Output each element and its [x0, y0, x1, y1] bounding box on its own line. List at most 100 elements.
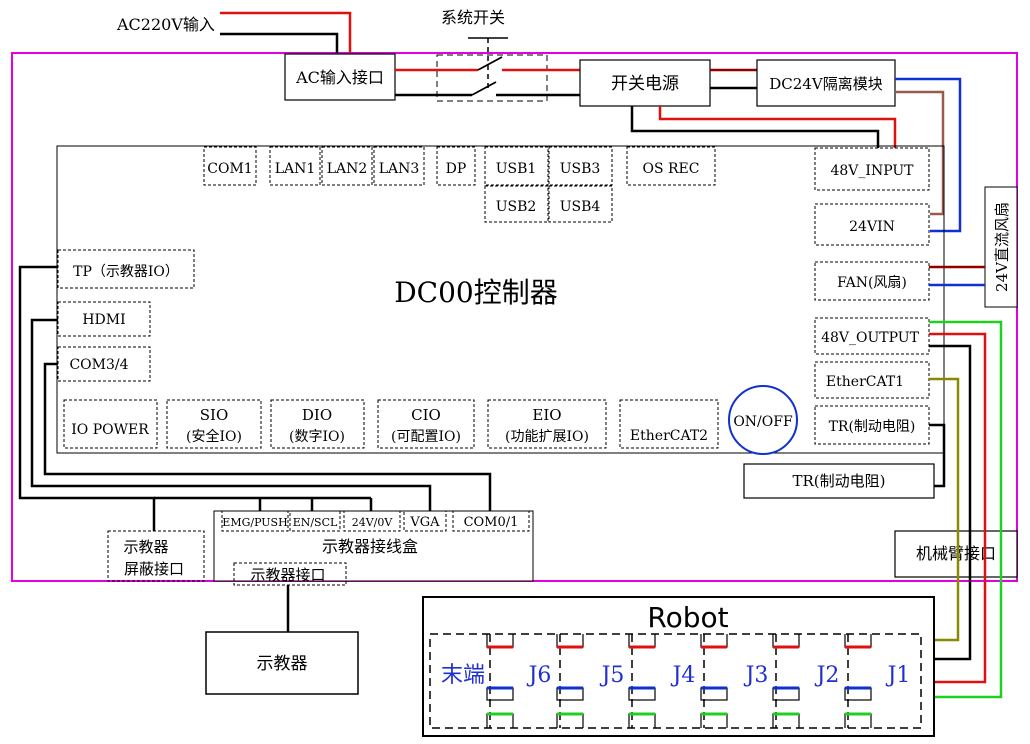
port-usb3-label: USB3	[560, 161, 601, 177]
dc-fan	[984, 186, 1018, 308]
port-sio-label: SIO	[200, 406, 229, 424]
port-cio	[377, 399, 475, 449]
teach-pendant-label: 示教器	[257, 654, 308, 674]
port-com01-label: COM0/1	[464, 515, 519, 530]
dc-fan-label: 24V直流风扇	[993, 202, 1011, 292]
port-dio-label: DIO	[302, 406, 332, 424]
pendant-port	[233, 562, 347, 586]
joint-label-end: 末端	[441, 663, 485, 688]
port-lan2-label: LAN2	[327, 161, 368, 177]
port-eio-sublabel: (功能扩展IO)	[505, 429, 589, 445]
port-usb4	[548, 185, 613, 223]
port-os-rec-label: OS REC	[643, 161, 700, 177]
joint-label-j6: J6	[527, 663, 552, 688]
brake-resistor-label: TR(制动电阻)	[792, 472, 885, 490]
port-cio-sublabel: (可配置IO)	[391, 429, 461, 445]
joint-label-j2: J2	[815, 663, 840, 688]
pendant-wiring-box	[213, 510, 534, 582]
pendant-port-label: 示教器接口	[250, 566, 325, 584]
joint-label-j1: J1	[886, 663, 911, 688]
port-tp	[57, 249, 195, 289]
port-ethercat2-label: EtherCAT2	[630, 428, 708, 444]
port-lan1-label: LAN1	[275, 161, 316, 177]
port-vga	[403, 510, 447, 532]
port-emg-push	[221, 510, 289, 532]
port-ethercat2	[619, 399, 719, 449]
brake-resistor-wire	[929, 423, 946, 488]
joint-connectors	[486, 634, 872, 728]
port-48v-input	[814, 147, 930, 191]
system-switch-label: 系统开关	[441, 8, 505, 27]
ac-input-port	[284, 53, 396, 101]
port-dp-label: DP	[446, 161, 467, 177]
port-lan1	[269, 146, 321, 186]
port-48v-output-label: 48V_OUTPUT	[821, 330, 920, 346]
controller-right-ports: 48V_INPUT 24VIN FAN(风扇) 48V_OUTPUT Ether…	[814, 147, 930, 445]
port-lan2	[321, 146, 373, 186]
port-48v-input-label: 48V_INPUT	[830, 163, 914, 179]
port-com1-label: COM1	[207, 161, 252, 177]
joint-labels: 末端 J6 J5 J4 J3 J2 J1	[441, 663, 910, 688]
port-dio	[270, 399, 365, 449]
port-hdmi-label: HDMI	[82, 312, 125, 328]
switch-psu-label: 开关电源	[611, 74, 679, 94]
port-com34-label: COM3/4	[69, 357, 128, 373]
arm-power-wires	[929, 320, 1003, 699]
psu-isolation-wires	[710, 68, 757, 90]
joint-label-j5: J5	[600, 663, 625, 688]
port-fan	[814, 261, 930, 301]
controller-left-ports: TP（示教器IO） HDMI COM3/4	[57, 249, 195, 382]
port-sio-sublabel: (安全IO)	[186, 428, 242, 445]
controller-title: DC00控制器	[394, 276, 558, 309]
port-dio-sublabel: (数字IO)	[289, 429, 345, 445]
controller-top-ports: COM1 LAN1 LAN2 LAN3 DP USB1 USB3 USB2 US…	[203, 146, 716, 223]
arm-interface-label: 机械臂接口	[916, 544, 996, 563]
port-24vin-label: 24VIN	[849, 219, 895, 235]
pendant-shield-line2: 屏蔽接口	[124, 560, 184, 578]
robot-joint-chain	[429, 633, 922, 729]
port-tp-label: TP（示教器IO）	[73, 264, 179, 280]
port-usb2	[484, 185, 549, 223]
joint-label-j3: J3	[744, 663, 769, 688]
joint-label-j4: J4	[671, 663, 696, 688]
port-com1	[203, 146, 257, 186]
psu-48v-input-wires	[630, 106, 897, 148]
power-button-label: ON/OFF	[733, 414, 793, 430]
ac-input-label: AC220V输入	[116, 15, 215, 34]
power-button	[728, 385, 798, 455]
dc24v-isolation-module	[756, 59, 896, 107]
isolation-24vin-wires	[895, 77, 962, 233]
ac-input-wires	[220, 11, 352, 53]
port-en-scl	[289, 510, 341, 532]
port-emg-push-label: EMG/PUSH	[222, 516, 287, 529]
port-os-rec	[626, 146, 716, 186]
port-dp	[436, 146, 476, 186]
dc24v-isolation-label: DC24V隔离模块	[769, 75, 882, 93]
port-ethercat1-label: EtherCAT1	[826, 374, 904, 390]
port-lan3-label: LAN3	[379, 161, 420, 177]
port-usb1-label: USB1	[496, 161, 537, 177]
pendant-shield-interface	[107, 530, 205, 582]
dc00-controller	[56, 145, 945, 454]
teach-pendant	[205, 631, 359, 695]
joint-dividers	[489, 634, 849, 728]
port-io-power-label: IO POWER	[71, 422, 149, 438]
pendant-shield-line1: 示教器	[123, 538, 168, 556]
ac-input-port-label: AC输入接口	[295, 68, 384, 87]
fan-wires	[929, 265, 985, 287]
robot-title: Robot	[647, 601, 728, 634]
port-usb3	[548, 146, 613, 186]
port-usb2-label: USB2	[496, 199, 537, 215]
port-usb1	[484, 146, 549, 186]
switch-psu	[579, 59, 711, 107]
port-fan-label: FAN(风扇)	[837, 275, 907, 291]
port-cio-label: CIO	[411, 406, 441, 424]
port-tr-label: TR(制动电阻)	[829, 419, 916, 435]
ac-switch-wires	[395, 56, 580, 97]
port-io-power	[63, 399, 158, 449]
port-eio	[487, 399, 607, 449]
port-eio-label: EIO	[532, 406, 561, 424]
pendant-wiring	[18, 265, 492, 632]
controller-bottom-ports: IO POWER SIO (安全IO) DIO (数字IO) CIO (可配置I…	[63, 399, 719, 449]
